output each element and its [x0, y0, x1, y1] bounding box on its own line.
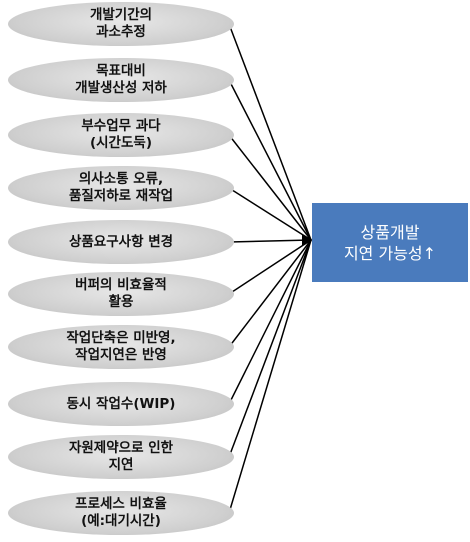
cause-ellipse: 프로세스 비효율 (예:대기시간): [8, 491, 234, 535]
connector-line: [228, 239, 312, 243]
connector-line: [228, 187, 312, 241]
arrowhead: [302, 234, 313, 246]
connector-line: [228, 79, 312, 241]
connector-line: [228, 239, 312, 514]
cause-ellipse: 버퍼의 비효율적 활용: [8, 272, 234, 316]
cause-ellipse: 동시 작업수(WIP): [8, 382, 234, 426]
connector-line: [228, 239, 312, 458]
connector-line: [228, 239, 312, 295]
connector-lines: [228, 23, 313, 514]
connector-line: [228, 239, 312, 405]
cause-ellipse: 상품요구사항 변경: [8, 220, 234, 264]
effect-box: 상품개발 지연 가능성↑: [312, 203, 468, 282]
cause-ellipse: 개발기간의 과소추정: [8, 2, 234, 46]
connector-line: [228, 134, 312, 241]
connector-line: [228, 23, 312, 241]
cause-ellipse: 자원제약으로 인한 지연: [8, 435, 234, 479]
cause-ellipse: 의사소통 오류, 품질저하로 재작업: [8, 166, 234, 210]
cause-ellipse: 부수업무 과다 (시간도둑): [8, 113, 234, 157]
cause-ellipse: 목표대비 개발생산성 저하: [8, 58, 234, 102]
connector-line: [228, 239, 312, 348]
cause-ellipse: 작업단축은 미반영, 작업지연은 반영: [8, 325, 234, 369]
